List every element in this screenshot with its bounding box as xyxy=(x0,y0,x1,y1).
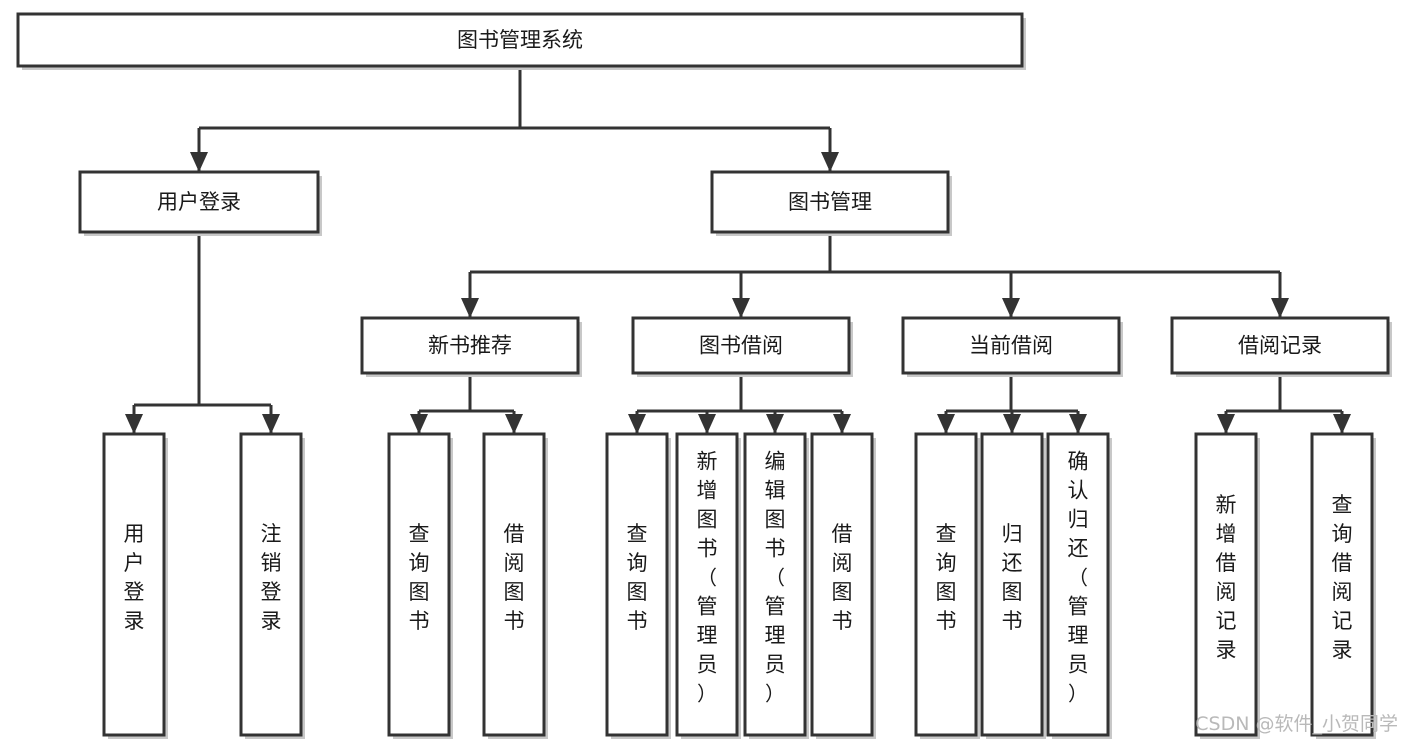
node-label: 编辑图书（管理员） xyxy=(765,450,786,706)
arrow-borrow-record-leaf-0 xyxy=(1217,414,1235,434)
connector-layer xyxy=(125,66,1351,434)
csdn-watermark: CSDN @软件_小贺同学 xyxy=(1195,713,1398,735)
node-label: 查询借阅记录 xyxy=(1332,493,1353,662)
node-label: 归还图书 xyxy=(1002,522,1023,633)
node-box xyxy=(631,316,851,375)
arrow-user-login-leaf-1 xyxy=(262,414,280,434)
node-label: 图书管理系统 xyxy=(457,28,583,52)
node-book-management[interactable]: 图书管理 xyxy=(710,170,952,236)
arrow-bookmgmt-child-0 xyxy=(461,298,479,318)
arrow-book-borrow-leaf-2 xyxy=(766,414,784,434)
node-box xyxy=(743,432,807,737)
node-box xyxy=(1170,316,1390,375)
node-label: 注销登录 xyxy=(261,522,282,633)
node-label: 图书借阅 xyxy=(699,334,783,358)
node-leaf-query-borrow-record[interactable]: 查询借阅记录 xyxy=(1310,432,1376,739)
node-box xyxy=(1046,432,1110,737)
node-layer: 图书管理系统用户登录图书管理新书推荐图书借阅当前借阅借阅记录用户登录注销登录查询… xyxy=(16,12,1392,739)
arrow-book-borrow-leaf-1 xyxy=(698,414,716,434)
node-label: 查询图书 xyxy=(627,522,648,633)
node-box xyxy=(360,316,580,375)
node-label: 用户登录 xyxy=(157,190,241,214)
node-user-login[interactable]: 用户登录 xyxy=(78,170,322,236)
node-leaf-query-book-1[interactable]: 查询图书 xyxy=(387,432,453,739)
arrow-root-child-1 xyxy=(821,152,839,172)
node-label: 新增借阅记录 xyxy=(1216,493,1237,662)
arrow-borrow-record-leaf-1 xyxy=(1333,414,1351,434)
node-leaf-logout[interactable]: 注销登录 xyxy=(239,432,305,739)
node-leaf-return-book[interactable]: 归还图书 xyxy=(980,432,1046,739)
node-box xyxy=(387,432,451,737)
node-leaf-add-borrow-record[interactable]: 新增借阅记录 xyxy=(1194,432,1260,739)
node-leaf-confirm-return[interactable]: 确认归还（管理员） xyxy=(1046,432,1112,739)
node-label: 确认归还（管理员） xyxy=(1068,450,1089,706)
node-box xyxy=(482,432,546,737)
node-label: 用户登录 xyxy=(124,522,145,633)
node-label: 借阅记录 xyxy=(1238,334,1322,358)
arrow-bookmgmt-child-2 xyxy=(1002,298,1020,318)
node-label: 当前借阅 xyxy=(969,334,1053,358)
node-root-root[interactable]: 图书管理系统 xyxy=(16,12,1026,70)
node-leaf-borrow-book-2[interactable]: 借阅图书 xyxy=(810,432,876,739)
node-label: 借阅图书 xyxy=(832,522,853,633)
node-box xyxy=(239,432,303,737)
node-leaf-query-book-2[interactable]: 查询图书 xyxy=(605,432,671,739)
arrow-bookmgmt-child-1 xyxy=(732,298,750,318)
node-label: 图书管理 xyxy=(788,190,872,214)
arrow-bookmgmt-child-3 xyxy=(1271,298,1289,318)
node-borrow-record[interactable]: 借阅记录 xyxy=(1170,316,1392,377)
node-box xyxy=(78,170,320,234)
node-leaf-add-book[interactable]: 新增图书（管理员） xyxy=(675,432,741,739)
arrow-new-book-recommend-leaf-1 xyxy=(505,414,523,434)
node-box xyxy=(1310,432,1374,737)
node-leaf-edit-book[interactable]: 编辑图书（管理员） xyxy=(743,432,809,739)
arrow-user-login-leaf-0 xyxy=(125,414,143,434)
node-leaf-borrow-book-1[interactable]: 借阅图书 xyxy=(482,432,548,739)
node-label: 新增图书（管理员） xyxy=(697,450,718,706)
node-label: 查询图书 xyxy=(409,522,430,633)
node-box xyxy=(16,12,1024,68)
node-label: 查询图书 xyxy=(936,522,957,633)
node-box xyxy=(710,170,950,234)
node-box xyxy=(675,432,739,737)
arrow-root-child-0 xyxy=(190,152,208,172)
node-box xyxy=(810,432,874,737)
node-label: 新书推荐 xyxy=(428,334,512,358)
node-label: 借阅图书 xyxy=(504,522,525,633)
arrow-current-borrow-leaf-1 xyxy=(1003,414,1021,434)
arrow-book-borrow-leaf-0 xyxy=(628,414,646,434)
node-new-book-recommend[interactable]: 新书推荐 xyxy=(360,316,582,377)
node-box xyxy=(605,432,669,737)
node-leaf-user-login[interactable]: 用户登录 xyxy=(102,432,168,739)
arrow-current-borrow-leaf-2 xyxy=(1069,414,1087,434)
node-book-borrow[interactable]: 图书借阅 xyxy=(631,316,853,377)
node-box xyxy=(102,432,166,737)
node-leaf-query-book-3[interactable]: 查询图书 xyxy=(914,432,980,739)
node-box xyxy=(901,316,1121,375)
node-box xyxy=(914,432,978,737)
arrow-book-borrow-leaf-3 xyxy=(833,414,851,434)
arrow-current-borrow-leaf-0 xyxy=(937,414,955,434)
node-current-borrow[interactable]: 当前借阅 xyxy=(901,316,1123,377)
node-box xyxy=(1194,432,1258,737)
node-box xyxy=(980,432,1044,737)
arrow-new-book-recommend-leaf-0 xyxy=(410,414,428,434)
